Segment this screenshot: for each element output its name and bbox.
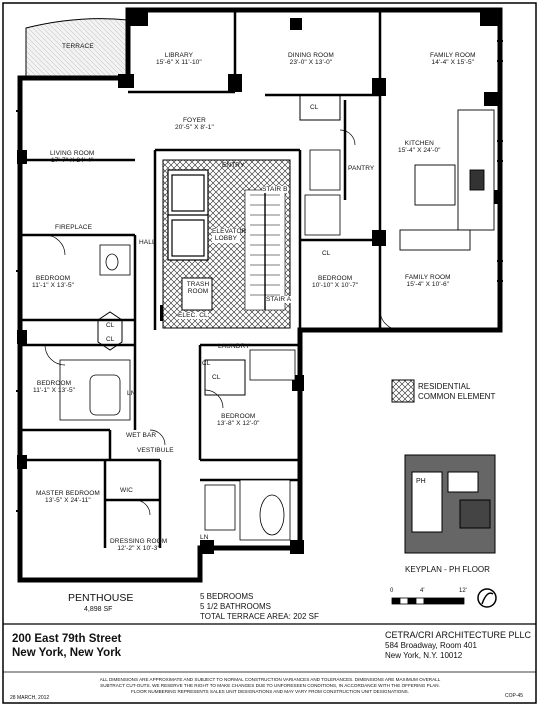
- elevators: [167, 169, 209, 261]
- room-label-trash-room: TRASH ROOM: [186, 281, 210, 296]
- address-city: New York, New York: [12, 647, 122, 659]
- closet-label: CL: [106, 336, 115, 343]
- room-label-hall: HALL: [139, 239, 156, 246]
- room-label-stair-a: STAIR A: [266, 296, 292, 304]
- north-arrow: [477, 588, 497, 608]
- architect-street: 584 Broadway, Room 401: [385, 641, 477, 650]
- room-label-laundry: LAUNDRY: [218, 343, 250, 350]
- room-label-vestibule: VESTIBULE: [137, 447, 174, 454]
- closet-label: CL: [212, 374, 221, 381]
- closets: [97, 94, 341, 396]
- kitchen-fixtures: [399, 109, 495, 251]
- linen-label: LN: [200, 534, 209, 541]
- keyplan: [404, 454, 496, 554]
- room-label-stair-b: STAIR B: [262, 186, 288, 194]
- trash-room-box: [181, 277, 213, 311]
- room-label-entry: ENTRY: [222, 162, 245, 169]
- unit-bathrooms: 5 1/2 BATHROOMS: [200, 602, 271, 611]
- architect-block: CETRA/CRI ARCHITECTURE PLLC 584 Broadway…: [385, 630, 531, 661]
- keyplan-caption: KEYPLAN - PH FLOOR: [405, 565, 490, 574]
- disclaimer: ALL DIMENSIONS ARE APPROXIMATE AND SUBJE…: [99, 677, 441, 694]
- keyplan-ph-label: PH: [416, 478, 426, 485]
- windows: [16, 40, 503, 512]
- address-block: 200 East 79th Street New York, New York: [12, 632, 121, 660]
- room-label-fireplace: FIREPLACE: [55, 224, 93, 231]
- unit-bedrooms: 5 BEDROOMS: [200, 592, 254, 601]
- scale-label-zero: 0: [390, 588, 394, 594]
- legend-swatch: [391, 379, 415, 403]
- plan-date: 28 MARCH, 2012: [10, 695, 50, 701]
- closet-label: CL: [322, 250, 331, 257]
- unit-area: 4,898 SF: [84, 606, 113, 613]
- stairs: [244, 189, 286, 311]
- closet-label: CL: [106, 322, 115, 329]
- closet-label: CL: [310, 104, 319, 111]
- room-label-elec-cl: ELEC. CL: [178, 312, 208, 320]
- room-label-elevator-lobby: ELEVATOR LOBBY: [212, 228, 247, 243]
- closet-label: CL: [202, 360, 211, 367]
- architect-name: CETRA/CRI ARCHITECTURE PLLC: [385, 630, 532, 640]
- scale-label-mid: 4': [420, 588, 425, 594]
- room-label-wet-bar: WET BAR: [126, 432, 157, 439]
- unit-name: PENTHOUSE: [68, 592, 134, 604]
- architect-city: New York, N.Y. 10012: [385, 651, 463, 660]
- room-label-wic: WIC: [120, 487, 133, 494]
- linen-label: LN: [127, 390, 136, 397]
- address-street: 200 East 79th Street: [12, 633, 122, 645]
- unit-terrace-area: TOTAL TERRACE AREA: 202 SF: [200, 612, 319, 621]
- scale-label-end: 12': [459, 588, 467, 594]
- room-label-terrace: TERRACE: [62, 43, 94, 50]
- legend-text: RESIDENTIAL COMMON ELEMENT: [418, 382, 496, 401]
- bath-fixtures: [59, 149, 341, 541]
- scale-bar: [391, 597, 465, 605]
- door-swings: [44, 129, 401, 516]
- room-label-pantry: PANTRY: [348, 165, 375, 172]
- sheet-code: COP-45: [505, 693, 524, 699]
